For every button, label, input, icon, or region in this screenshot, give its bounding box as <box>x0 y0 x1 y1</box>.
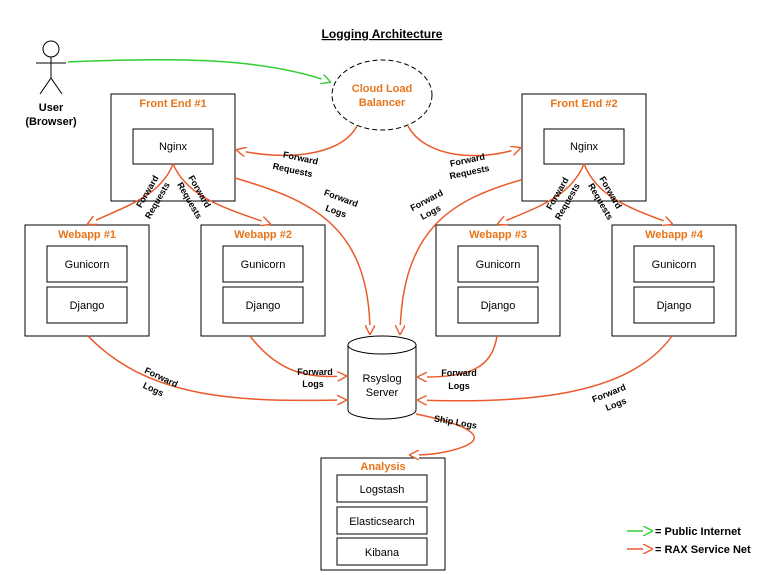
webapp-3-gunicorn-label: Gunicorn <box>476 259 521 271</box>
w3-rsyslog-label-logs: Logs <box>448 381 470 391</box>
webapp-1-title: Webapp #1 <box>58 229 116 241</box>
webapp-4-django-label: Django <box>657 300 692 312</box>
logstash-box <box>336 474 428 503</box>
w2-rsyslog-label-forward: Forward <box>297 367 333 377</box>
webapp-3-gunicorn <box>457 245 539 283</box>
fe2-to-webapp-3-arrow <box>498 163 585 224</box>
user-sublabel: (Browser) <box>25 116 77 128</box>
logstash-label: Logstash <box>360 484 405 496</box>
lb-to-frontend-2-arrow <box>407 125 520 157</box>
ship-logs-label: Ship Logs <box>433 413 478 430</box>
webapp-3-to-rsyslog-arrow <box>418 335 498 377</box>
frontend-1-nginx-label: Nginx <box>159 141 188 153</box>
rsyslog-label: Rsyslog <box>362 373 401 385</box>
legend-rax-label: = RAX Service Net <box>655 544 751 556</box>
legend-public-internet-label: = Public Internet <box>655 526 741 538</box>
fe2-to-webapp-4-arrow <box>583 163 672 224</box>
user-icon <box>36 40 66 95</box>
frontend-1-title: Front End #1 <box>139 98 206 110</box>
rsyslog-sublabel: Server <box>366 387 399 399</box>
fe2-to-rsyslog-arrow <box>400 179 522 334</box>
webapp-2-to-rsyslog-arrow <box>249 335 346 376</box>
webapp-1-django-label: Django <box>70 300 105 312</box>
kibana-box <box>336 537 428 566</box>
elasticsearch-box <box>336 506 428 535</box>
frontend-1-nginx <box>132 128 214 165</box>
kibana-label: Kibana <box>365 547 400 559</box>
diagram-title: Logging Architecture <box>322 27 443 41</box>
fe1-to-rsyslog-arrow <box>234 177 370 334</box>
webapp-4-to-rsyslog-arrow <box>418 335 673 401</box>
frontend-2-title: Front End #2 <box>550 98 617 110</box>
webapp-1-django <box>46 286 128 324</box>
rsyslog-server <box>347 335 417 420</box>
webapp-4-gunicorn-label: Gunicorn <box>652 259 697 271</box>
rsyslog-to-analysis-arrow <box>410 413 475 455</box>
analysis-title: Analysis <box>360 461 405 473</box>
public-internet-link <box>67 58 330 82</box>
webapp-3-title: Webapp #3 <box>469 229 527 241</box>
webapp-4-django <box>633 286 715 324</box>
webapp-2-django <box>222 286 304 324</box>
w2-rsyslog-label-logs: Logs <box>302 379 324 389</box>
legend: = Public Internet = RAX Service Net <box>627 526 751 556</box>
webapp-3-django <box>457 286 539 324</box>
cloud-lb-sublabel: Balancer <box>359 97 406 109</box>
fe1-to-webapp-1-arrow <box>88 163 174 224</box>
webapp-1-to-rsyslog-arrow <box>87 335 346 400</box>
webapp-4-gunicorn <box>633 245 715 283</box>
frontend-2-nginx-label: Nginx <box>570 141 599 153</box>
cloud-lb-label: Cloud Load <box>352 83 413 95</box>
webapp-4-title: Webapp #4 <box>645 229 704 241</box>
webapp-2-gunicorn <box>222 245 304 283</box>
w3-rsyslog-label-forward: Forward <box>441 368 477 378</box>
elasticsearch-label: Elasticsearch <box>349 516 414 528</box>
webapp-2-title: Webapp #2 <box>234 229 292 241</box>
webapp-2-django-label: Django <box>246 300 281 312</box>
frontend-2-nginx <box>543 128 625 165</box>
webapp-1-gunicorn-label: Gunicorn <box>65 259 110 271</box>
fe1-to-webapp-2-arrow <box>172 163 270 224</box>
webapp-2-gunicorn-label: Gunicorn <box>241 259 286 271</box>
fe1-rsyslog-label-logs: Logs <box>324 203 348 220</box>
cloud-load-balancer <box>331 59 433 131</box>
user-label: User <box>39 102 64 114</box>
lb-to-frontend-1-arrow <box>237 125 358 155</box>
webapp-1-gunicorn <box>46 245 128 283</box>
webapp-3-django-label: Django <box>481 300 516 312</box>
